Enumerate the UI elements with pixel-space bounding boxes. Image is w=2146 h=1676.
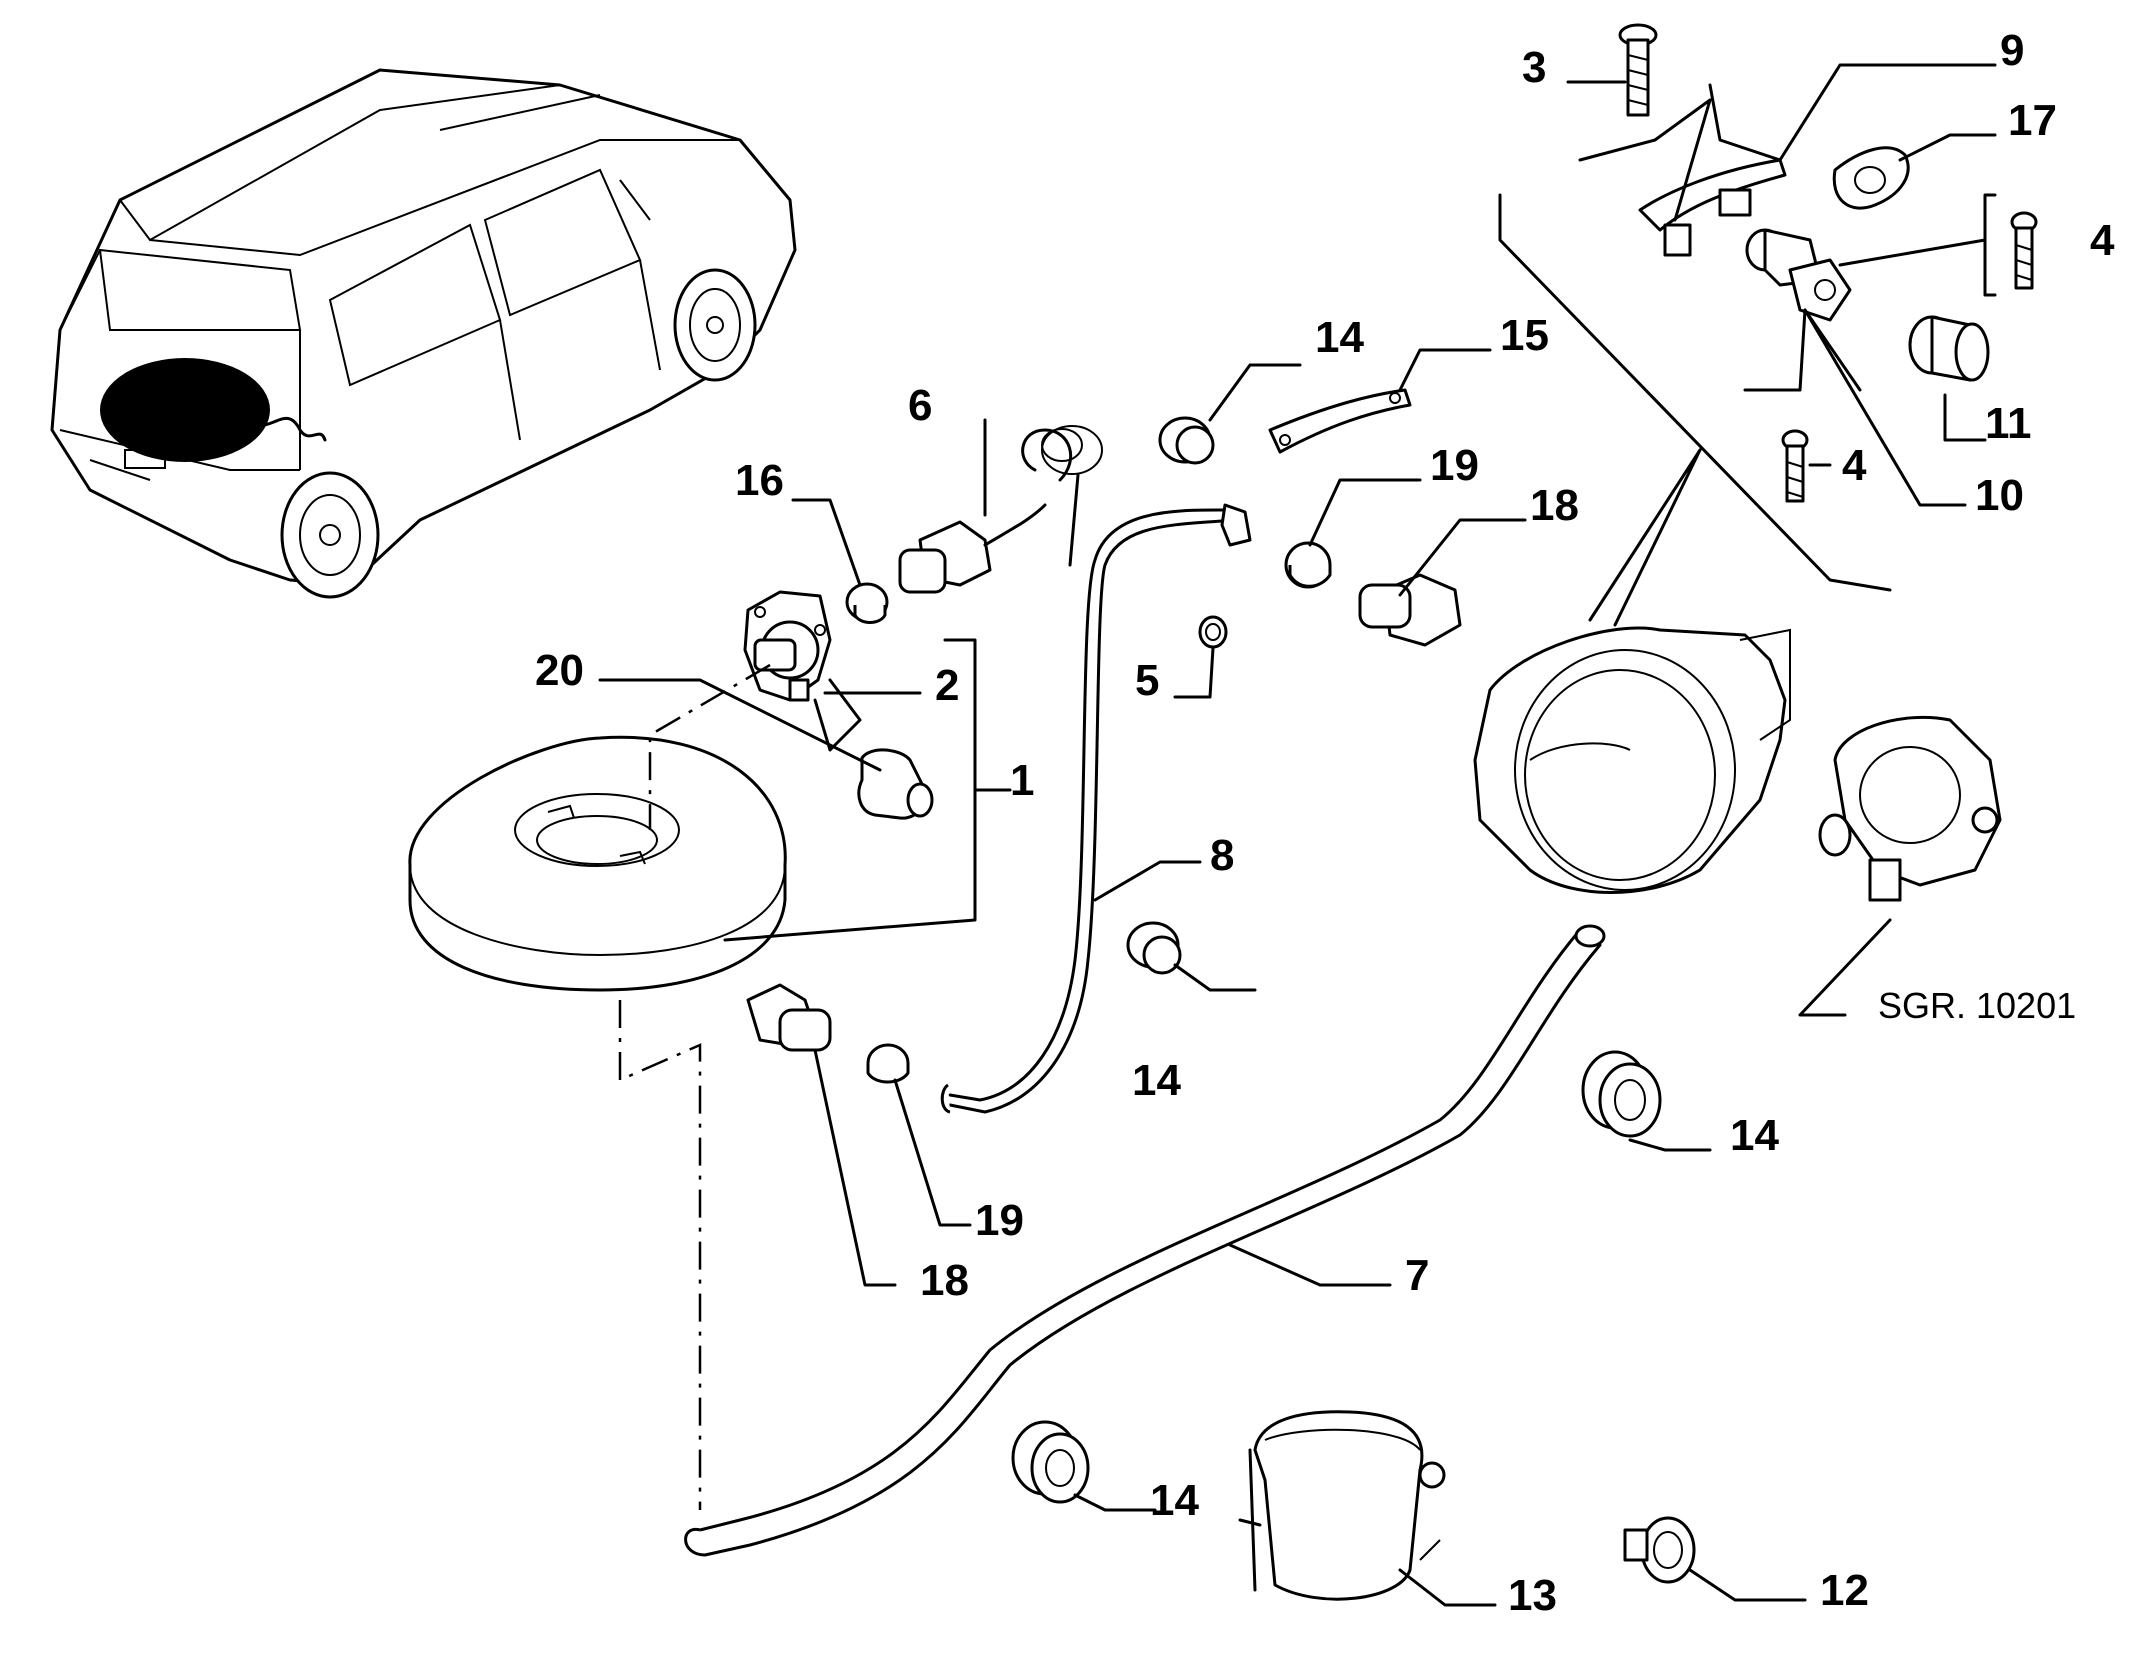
callout-labels: 1 2 3 4 4 5 6 7 8 9 10 11 12 13 14 14 14… xyxy=(535,26,2115,1620)
callout-2: 2 xyxy=(935,661,959,710)
callout-9: 9 xyxy=(2000,26,2024,75)
grommet-14-upper xyxy=(1158,416,1215,465)
grommet-14-right xyxy=(1581,1050,1662,1138)
callout-8: 8 xyxy=(1210,831,1234,880)
screw-4-lower xyxy=(1781,429,1809,503)
tank-location-marker xyxy=(100,358,270,462)
callout-14-upper: 14 xyxy=(1315,313,1364,362)
callout-13: 13 xyxy=(1508,1571,1557,1620)
callout-14-right: 14 xyxy=(1730,1111,1779,1160)
canvas-bag-13 xyxy=(1238,1410,1446,1601)
fitting-18-upper xyxy=(1358,573,1462,647)
callout-12: 12 xyxy=(1820,1566,1869,1615)
callout-19-lower: 19 xyxy=(975,1196,1024,1245)
callout-16: 16 xyxy=(735,456,784,505)
fitting-18-lower xyxy=(746,983,832,1052)
seal-19-upper xyxy=(1284,541,1332,589)
multivalve xyxy=(743,590,832,702)
washer-5 xyxy=(1198,615,1228,649)
fitting-6 xyxy=(898,425,1103,594)
reference-code: SGR. 10201 xyxy=(1878,985,2076,1026)
regulator-assembly xyxy=(1818,715,2002,902)
callout-10: 10 xyxy=(1975,471,2024,520)
callout-1: 1 xyxy=(1010,756,1034,805)
callout-6: 6 xyxy=(908,381,932,430)
callout-3: 3 xyxy=(1522,43,1546,92)
callout-17: 17 xyxy=(2008,96,2057,145)
grommet-14-middle xyxy=(1126,921,1182,975)
callout-14-bottom: 14 xyxy=(1150,1476,1199,1525)
callout-7: 7 xyxy=(1405,1251,1429,1300)
lpg-toroidal-tank xyxy=(408,735,787,992)
filler-valve-10 xyxy=(1745,228,1852,322)
callout-20: 20 xyxy=(535,646,584,695)
callout-14-middle: 14 xyxy=(1132,1056,1181,1105)
cap-16 xyxy=(845,582,889,624)
cap-11 xyxy=(1908,315,1990,382)
leader-lines xyxy=(598,63,1997,1607)
gasket-17 xyxy=(1832,146,1910,210)
callout-4-upper: 4 xyxy=(2090,216,2115,265)
copper-pipe-8 xyxy=(940,503,1252,1114)
seal-19-lower xyxy=(866,1043,910,1084)
callout-19-upper: 19 xyxy=(1430,441,1479,490)
callout-11: 11 xyxy=(1985,399,2032,448)
callout-18-lower: 18 xyxy=(920,1256,969,1305)
filler-valve-cap-12 xyxy=(1623,1516,1696,1584)
screw-3 xyxy=(1618,23,1658,117)
car-illustration xyxy=(50,68,797,599)
callout-15: 15 xyxy=(1500,311,1549,360)
screw-4-upper xyxy=(2010,211,2038,290)
grommet-14-bottom xyxy=(1011,1420,1090,1504)
fuel-filler-housing xyxy=(1473,626,1791,894)
callout-18-upper: 18 xyxy=(1530,481,1579,530)
callout-4-lower: 4 xyxy=(1842,441,1867,490)
fitting-20 xyxy=(857,748,934,820)
hose-7 xyxy=(684,924,1606,1557)
callout-5: 5 xyxy=(1135,656,1159,705)
strap-15 xyxy=(1268,388,1412,454)
